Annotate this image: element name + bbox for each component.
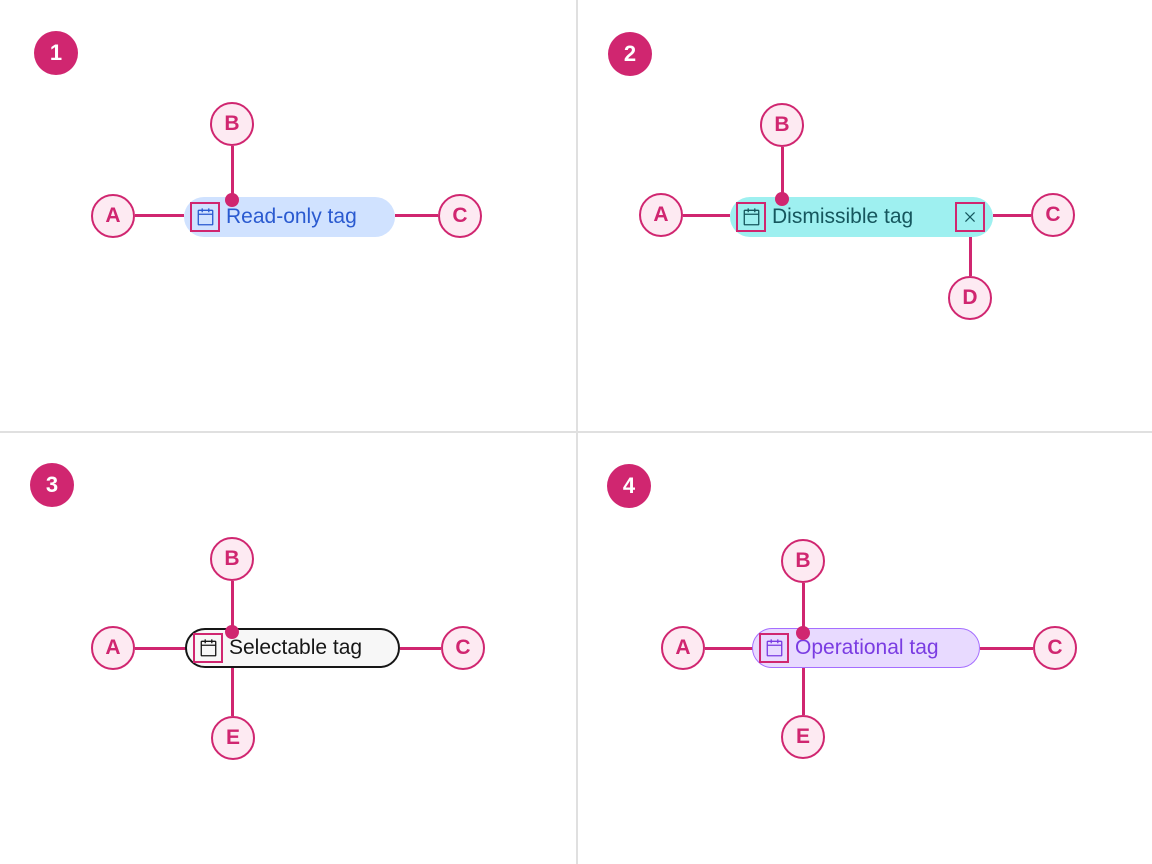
operational-tag[interactable]: Operational tag: [752, 628, 980, 668]
annotation-line: [400, 647, 441, 650]
tag-label: Selectable tag: [229, 636, 363, 659]
annotation-marker-b: B: [781, 539, 825, 583]
annotation-line: [683, 214, 730, 217]
tag-label: Dismissible tag: [772, 205, 914, 228]
icon-annotation-box: [193, 633, 223, 663]
annotation-line: [802, 668, 805, 715]
annotation-marker-b: B: [760, 103, 804, 147]
read-only-tag: Read-only tag: [184, 197, 395, 237]
annotation-dot: [225, 625, 239, 639]
annotation-marker-c: C: [1033, 626, 1077, 670]
annotation-line: [231, 146, 234, 200]
annotation-marker-c: C: [1031, 193, 1075, 237]
annotation-dot: [775, 192, 789, 206]
annotation-line: [980, 647, 1033, 650]
icon-annotation-box: [190, 202, 220, 232]
annotation-line: [135, 647, 186, 650]
annotation-line: [231, 668, 234, 716]
annotation-marker-b: B: [210, 537, 254, 581]
annotation-marker-c: C: [441, 626, 485, 670]
annotation-marker-c: C: [438, 194, 482, 238]
step-number-badge: 3: [30, 463, 74, 507]
annotation-marker-a: A: [91, 194, 135, 238]
tag-label: Operational tag: [795, 636, 939, 659]
step-number-badge: 1: [34, 31, 78, 75]
tag-label: Read-only tag: [226, 205, 357, 228]
annotation-line: [395, 214, 438, 217]
close-icon: [965, 212, 975, 222]
step-number-badge: 2: [608, 32, 652, 76]
annotation-line: [993, 214, 1031, 217]
dismissible-tag[interactable]: Dismissible tag: [730, 197, 993, 237]
calendar-icon: [766, 638, 782, 656]
annotation-dot: [225, 193, 239, 207]
annotation-marker-e: E: [781, 715, 825, 759]
annotation-line: [802, 583, 805, 633]
annotation-marker-e: E: [211, 716, 255, 760]
calendar-icon: [197, 207, 213, 225]
close-button[interactable]: [955, 202, 985, 232]
annotation-marker-d: D: [948, 276, 992, 320]
step-number-badge: 4: [607, 464, 651, 508]
annotation-marker-a: A: [639, 193, 683, 237]
annotation-line: [781, 147, 784, 199]
annotation-line: [969, 231, 972, 276]
annotation-dot: [796, 626, 810, 640]
annotation-marker-a: A: [91, 626, 135, 670]
annotation-marker-b: B: [210, 102, 254, 146]
icon-annotation-box: [736, 202, 766, 232]
annotation-line: [135, 214, 184, 217]
icon-annotation-box: [759, 633, 789, 663]
selectable-tag[interactable]: Selectable tag: [185, 628, 400, 668]
annotation-marker-a: A: [661, 626, 705, 670]
annotation-line: [231, 581, 234, 632]
calendar-icon: [743, 207, 759, 225]
calendar-icon: [200, 638, 216, 656]
grid-divider-horizontal: [0, 431, 1152, 433]
annotation-line: [705, 647, 753, 650]
